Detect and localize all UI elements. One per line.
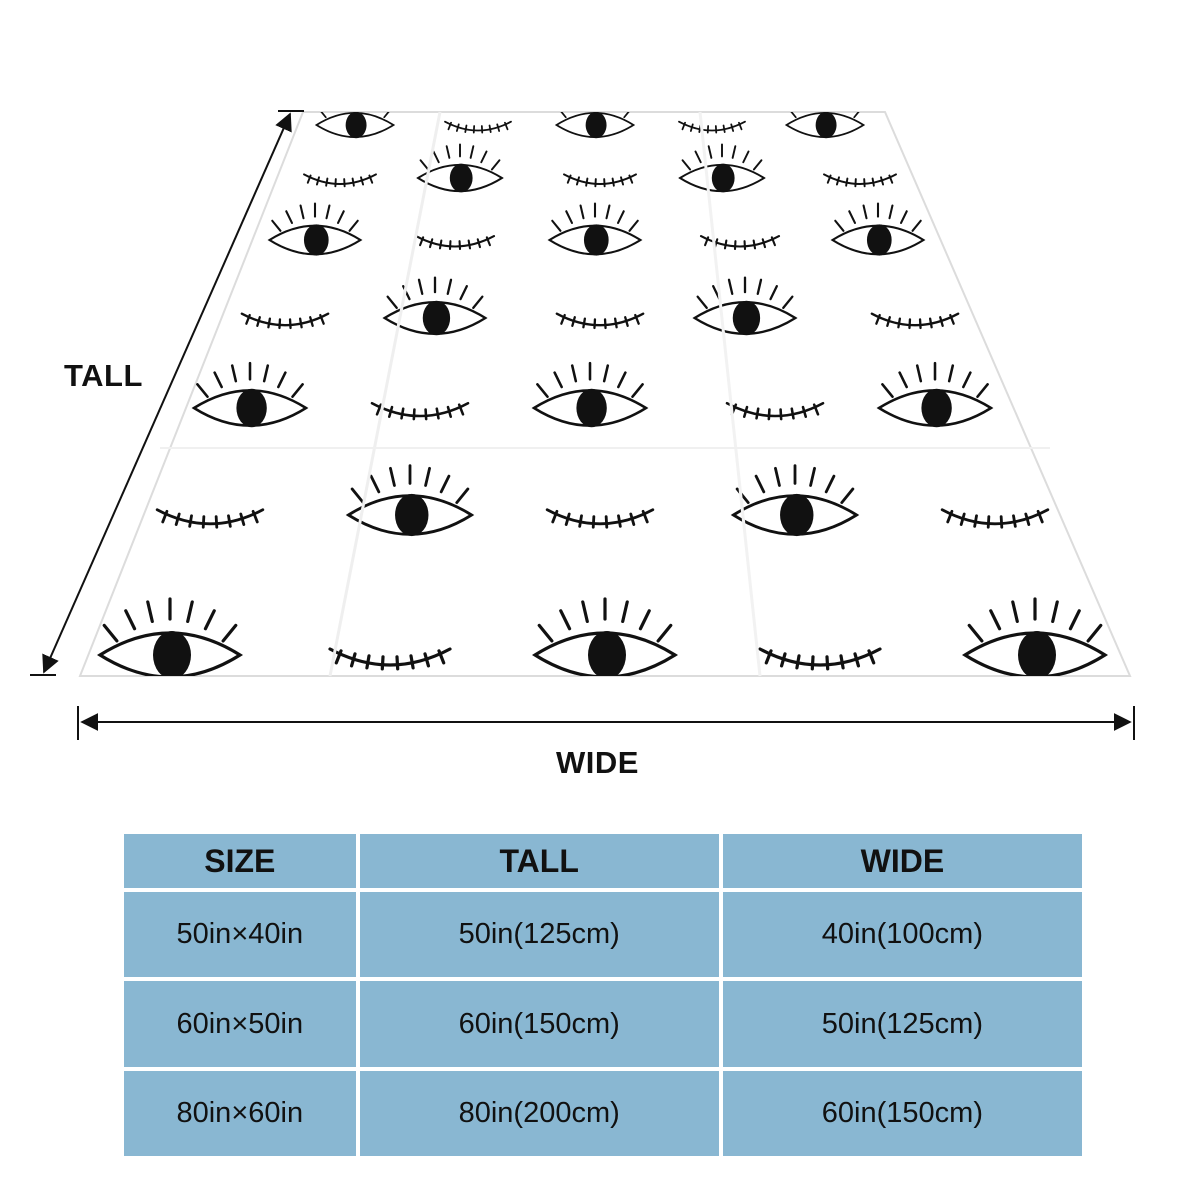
open-eye-icon xyxy=(554,112,636,139)
table-row: 50in×40in 50in(125cm) 40in(100cm) xyxy=(124,892,1082,978)
open-eye-icon xyxy=(730,464,860,537)
cell-tall: 80in(200cm) xyxy=(359,1070,719,1156)
table-header-row: SIZE TALL WIDE xyxy=(124,834,1082,889)
header-size: SIZE xyxy=(124,834,356,889)
closed-eye-icon xyxy=(328,647,452,671)
closed-eye-icon xyxy=(555,312,645,330)
blanket-shape xyxy=(78,111,1132,677)
wide-dimension-arrow xyxy=(77,706,1135,740)
blanket-illustration xyxy=(30,110,1135,740)
tall-dimension-label: TALL xyxy=(64,358,143,393)
closed-eye-icon xyxy=(444,120,512,134)
open-eye-icon xyxy=(416,143,504,193)
open-eye-icon xyxy=(345,464,475,537)
cell-size: 60in×50in xyxy=(124,981,356,1067)
open-eye-icon xyxy=(692,276,798,336)
open-eye-icon xyxy=(547,202,643,256)
open-eye-icon xyxy=(961,597,1109,676)
closed-eye-icon xyxy=(870,312,960,330)
closed-eye-icon xyxy=(725,401,825,421)
open-eye-icon xyxy=(784,112,866,139)
closed-eye-icon xyxy=(414,235,496,251)
cell-tall: 60in(150cm) xyxy=(359,981,719,1067)
closed-eye-icon xyxy=(823,173,897,188)
closed-eye-icon xyxy=(678,120,746,134)
open-eye-icon xyxy=(267,202,363,256)
open-eye-icon xyxy=(830,202,926,256)
cell-wide: 50in(125cm) xyxy=(722,981,1082,1067)
cell-wide: 60in(150cm) xyxy=(722,1070,1082,1156)
closed-eye-icon xyxy=(563,173,637,188)
open-eye-icon xyxy=(314,112,396,139)
closed-eye-icon xyxy=(545,508,655,529)
cell-tall: 50in(125cm) xyxy=(359,892,719,978)
closed-eye-icon xyxy=(303,173,377,188)
open-eye-icon xyxy=(531,597,679,676)
tall-dimension-arrow xyxy=(30,110,304,676)
open-eye-icon xyxy=(382,276,488,336)
open-eye-icon xyxy=(876,361,994,428)
header-tall: TALL xyxy=(359,834,719,889)
closed-eye-icon xyxy=(758,647,882,671)
table-row: 80in×60in 80in(200cm) 60in(150cm) xyxy=(124,1070,1082,1156)
cell-wide: 40in(100cm) xyxy=(722,892,1082,978)
closed-eye-icon xyxy=(940,508,1050,529)
open-eye-icon xyxy=(531,361,649,428)
table-row: 60in×50in 60in(150cm) 50in(125cm) xyxy=(124,981,1082,1067)
cell-size: 80in×60in xyxy=(124,1070,356,1156)
header-wide: WIDE xyxy=(722,834,1082,889)
closed-eye-icon xyxy=(699,235,781,251)
size-table: SIZE TALL WIDE 50in×40in 50in(125cm) 40i… xyxy=(120,830,1086,1160)
wide-dimension-label: WIDE xyxy=(556,745,639,780)
cell-size: 50in×40in xyxy=(124,892,356,978)
